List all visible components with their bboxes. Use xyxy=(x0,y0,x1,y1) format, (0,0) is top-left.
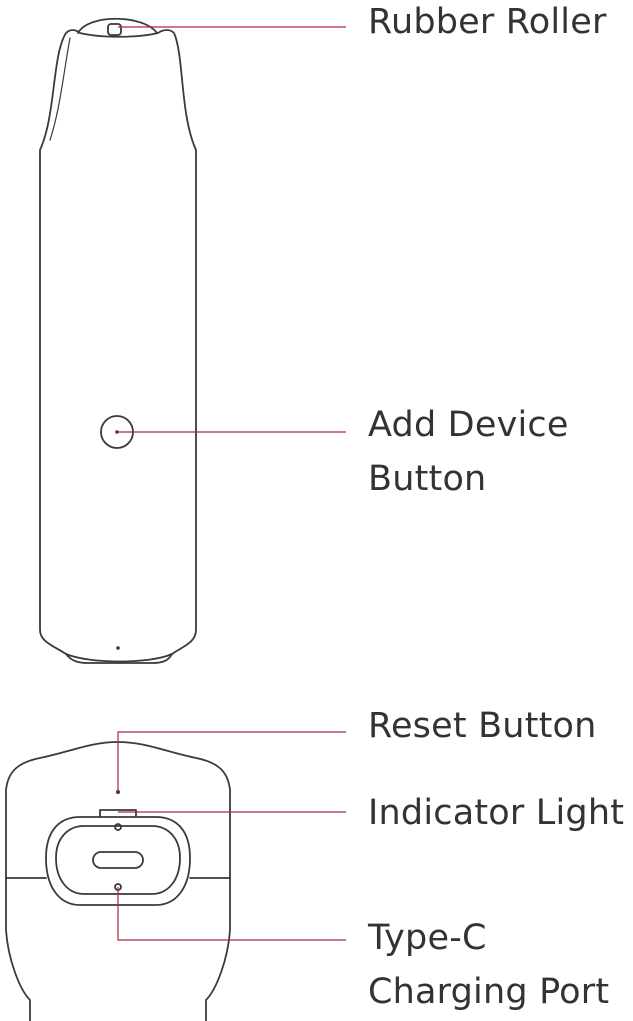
rubber-roller-detail xyxy=(107,23,122,36)
label-indicator-light: Indicator Light xyxy=(368,793,625,833)
label-type-c-line2: Charging Port xyxy=(368,972,610,1012)
label-reset-button: Reset Button xyxy=(368,706,597,746)
device-body-outline xyxy=(39,29,197,663)
label-type-c-port: Type-C Charging Port xyxy=(368,911,609,1019)
bottom-dot xyxy=(116,646,120,650)
indicator-light-dot xyxy=(114,823,122,831)
label-add-device-line1: Add Device xyxy=(368,405,569,445)
device-base-cap xyxy=(65,653,173,664)
label-add-device-line2: Button xyxy=(368,459,487,499)
rubber-roller-cap xyxy=(77,17,158,34)
label-type-c-line1: Type-C xyxy=(368,918,487,958)
body-left-contour xyxy=(49,37,71,141)
leader-reset-button xyxy=(117,731,346,792)
port-recess-outer xyxy=(45,816,191,906)
type-c-port-shape xyxy=(92,851,144,869)
label-rubber-roller: Rubber Roller xyxy=(368,2,607,42)
leader-type-c-port xyxy=(117,887,346,941)
indicator-light-shape xyxy=(99,809,137,818)
leader-lines xyxy=(117,26,346,941)
device-front-view xyxy=(39,17,197,664)
port-recess-inner xyxy=(55,825,181,895)
label-add-device-button: Add Device Button xyxy=(368,398,569,506)
